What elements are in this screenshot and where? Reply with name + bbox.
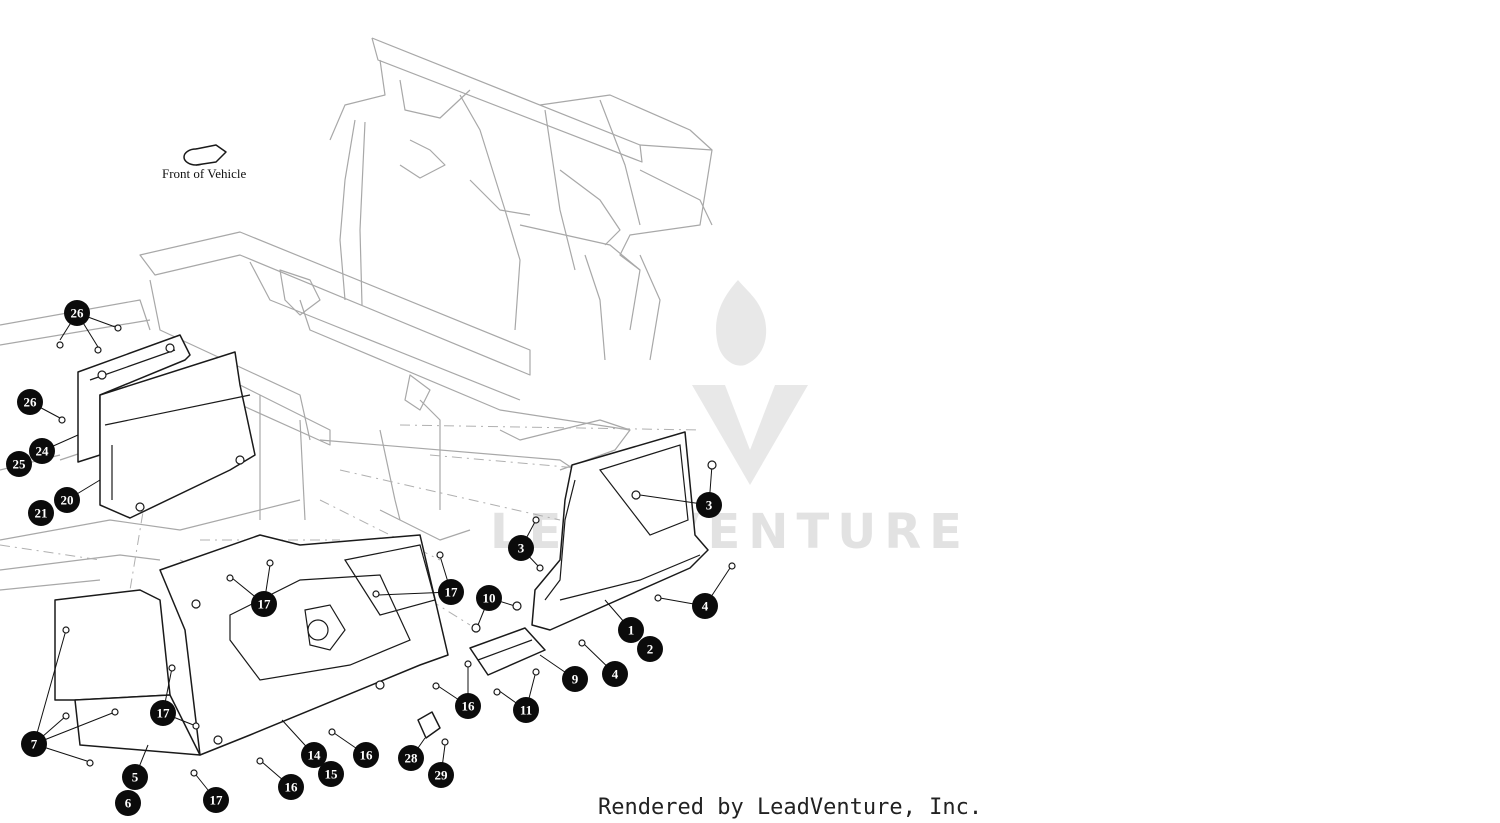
- callout-11[interactable]: 11: [513, 697, 539, 723]
- callout-17[interactable]: 17: [150, 700, 176, 726]
- svg-text:17: 17: [210, 793, 224, 808]
- svg-text:26: 26: [24, 395, 38, 410]
- callout-20[interactable]: 20: [54, 487, 80, 513]
- callout-17[interactable]: 17: [203, 787, 229, 813]
- support-bracket-9: [469, 627, 546, 676]
- side-panel-1: [531, 431, 709, 631]
- svg-text:6: 6: [125, 796, 132, 811]
- svg-text:17: 17: [445, 585, 459, 600]
- callout-21[interactable]: 21: [28, 500, 54, 526]
- fender-panel-5: [54, 589, 171, 701]
- callout-14[interactable]: 14: [301, 742, 327, 768]
- svg-text:4: 4: [702, 599, 709, 614]
- svg-text:17: 17: [258, 597, 272, 612]
- svg-text:28: 28: [405, 751, 419, 766]
- svg-text:16: 16: [360, 748, 374, 763]
- svg-text:14: 14: [308, 748, 322, 763]
- callout-16[interactable]: 16: [353, 742, 379, 768]
- callout-16[interactable]: 16: [278, 774, 304, 800]
- callout-17[interactable]: 17: [251, 591, 277, 617]
- side-panel-14: [159, 534, 449, 756]
- svg-text:2: 2: [647, 642, 654, 657]
- callouts: 26 26 24 25 20 21 3 3 4 4 1 2 9 10 11 17…: [6, 300, 722, 816]
- svg-text:1: 1: [628, 623, 635, 638]
- callout-26[interactable]: 26: [64, 300, 90, 326]
- svg-text:26: 26: [71, 306, 85, 321]
- callout-16[interactable]: 16: [455, 693, 481, 719]
- callout-7[interactable]: 7: [21, 731, 47, 757]
- svg-text:9: 9: [572, 672, 579, 687]
- callout-24[interactable]: 24: [29, 438, 55, 464]
- svg-text:29: 29: [435, 768, 449, 783]
- parts: [54, 144, 709, 756]
- svg-text:25: 25: [13, 457, 27, 472]
- svg-text:3: 3: [518, 541, 525, 556]
- svg-text:10: 10: [483, 591, 496, 606]
- svg-text:24: 24: [36, 444, 50, 459]
- callout-17[interactable]: 17: [438, 579, 464, 605]
- svg-text:7: 7: [31, 737, 38, 752]
- svg-text:15: 15: [325, 767, 339, 782]
- svg-text:16: 16: [462, 699, 476, 714]
- flame-v-logo-icon: [692, 280, 808, 485]
- callout-28[interactable]: 28: [398, 745, 424, 771]
- callout-26[interactable]: 26: [17, 389, 43, 415]
- bracket-28: [417, 711, 441, 739]
- svg-text:3: 3: [706, 498, 713, 513]
- fender-panel-6: [74, 694, 201, 756]
- callout-25[interactable]: 25: [6, 451, 32, 477]
- callout-29[interactable]: 29: [428, 762, 454, 788]
- rear-bracket-panel: [77, 334, 191, 463]
- callout-4[interactable]: 4: [602, 661, 628, 687]
- rendered-by-footer: Rendered by LeadVenture, Inc.: [598, 795, 982, 820]
- callout-1[interactable]: 1: [618, 617, 644, 643]
- callout-3[interactable]: 3: [696, 492, 722, 518]
- svg-text:11: 11: [520, 703, 532, 718]
- fasteners: [56, 324, 736, 777]
- svg-text:17: 17: [157, 706, 171, 721]
- arrow-icon: [183, 144, 227, 166]
- svg-text:21: 21: [35, 506, 48, 521]
- callout-2[interactable]: 2: [637, 636, 663, 662]
- callout-6[interactable]: 6: [115, 790, 141, 816]
- svg-text:4: 4: [612, 667, 619, 682]
- callout-9[interactable]: 9: [562, 666, 588, 692]
- callout-3[interactable]: 3: [508, 535, 534, 561]
- callout-4[interactable]: 4: [692, 593, 718, 619]
- svg-text:20: 20: [61, 493, 74, 508]
- callout-5[interactable]: 5: [122, 764, 148, 790]
- callout-15[interactable]: 15: [318, 761, 344, 787]
- svg-text:5: 5: [132, 770, 139, 785]
- callout-10[interactable]: 10: [476, 585, 502, 611]
- svg-text:16: 16: [285, 780, 299, 795]
- front-of-vehicle-label: Front of Vehicle: [162, 166, 246, 181]
